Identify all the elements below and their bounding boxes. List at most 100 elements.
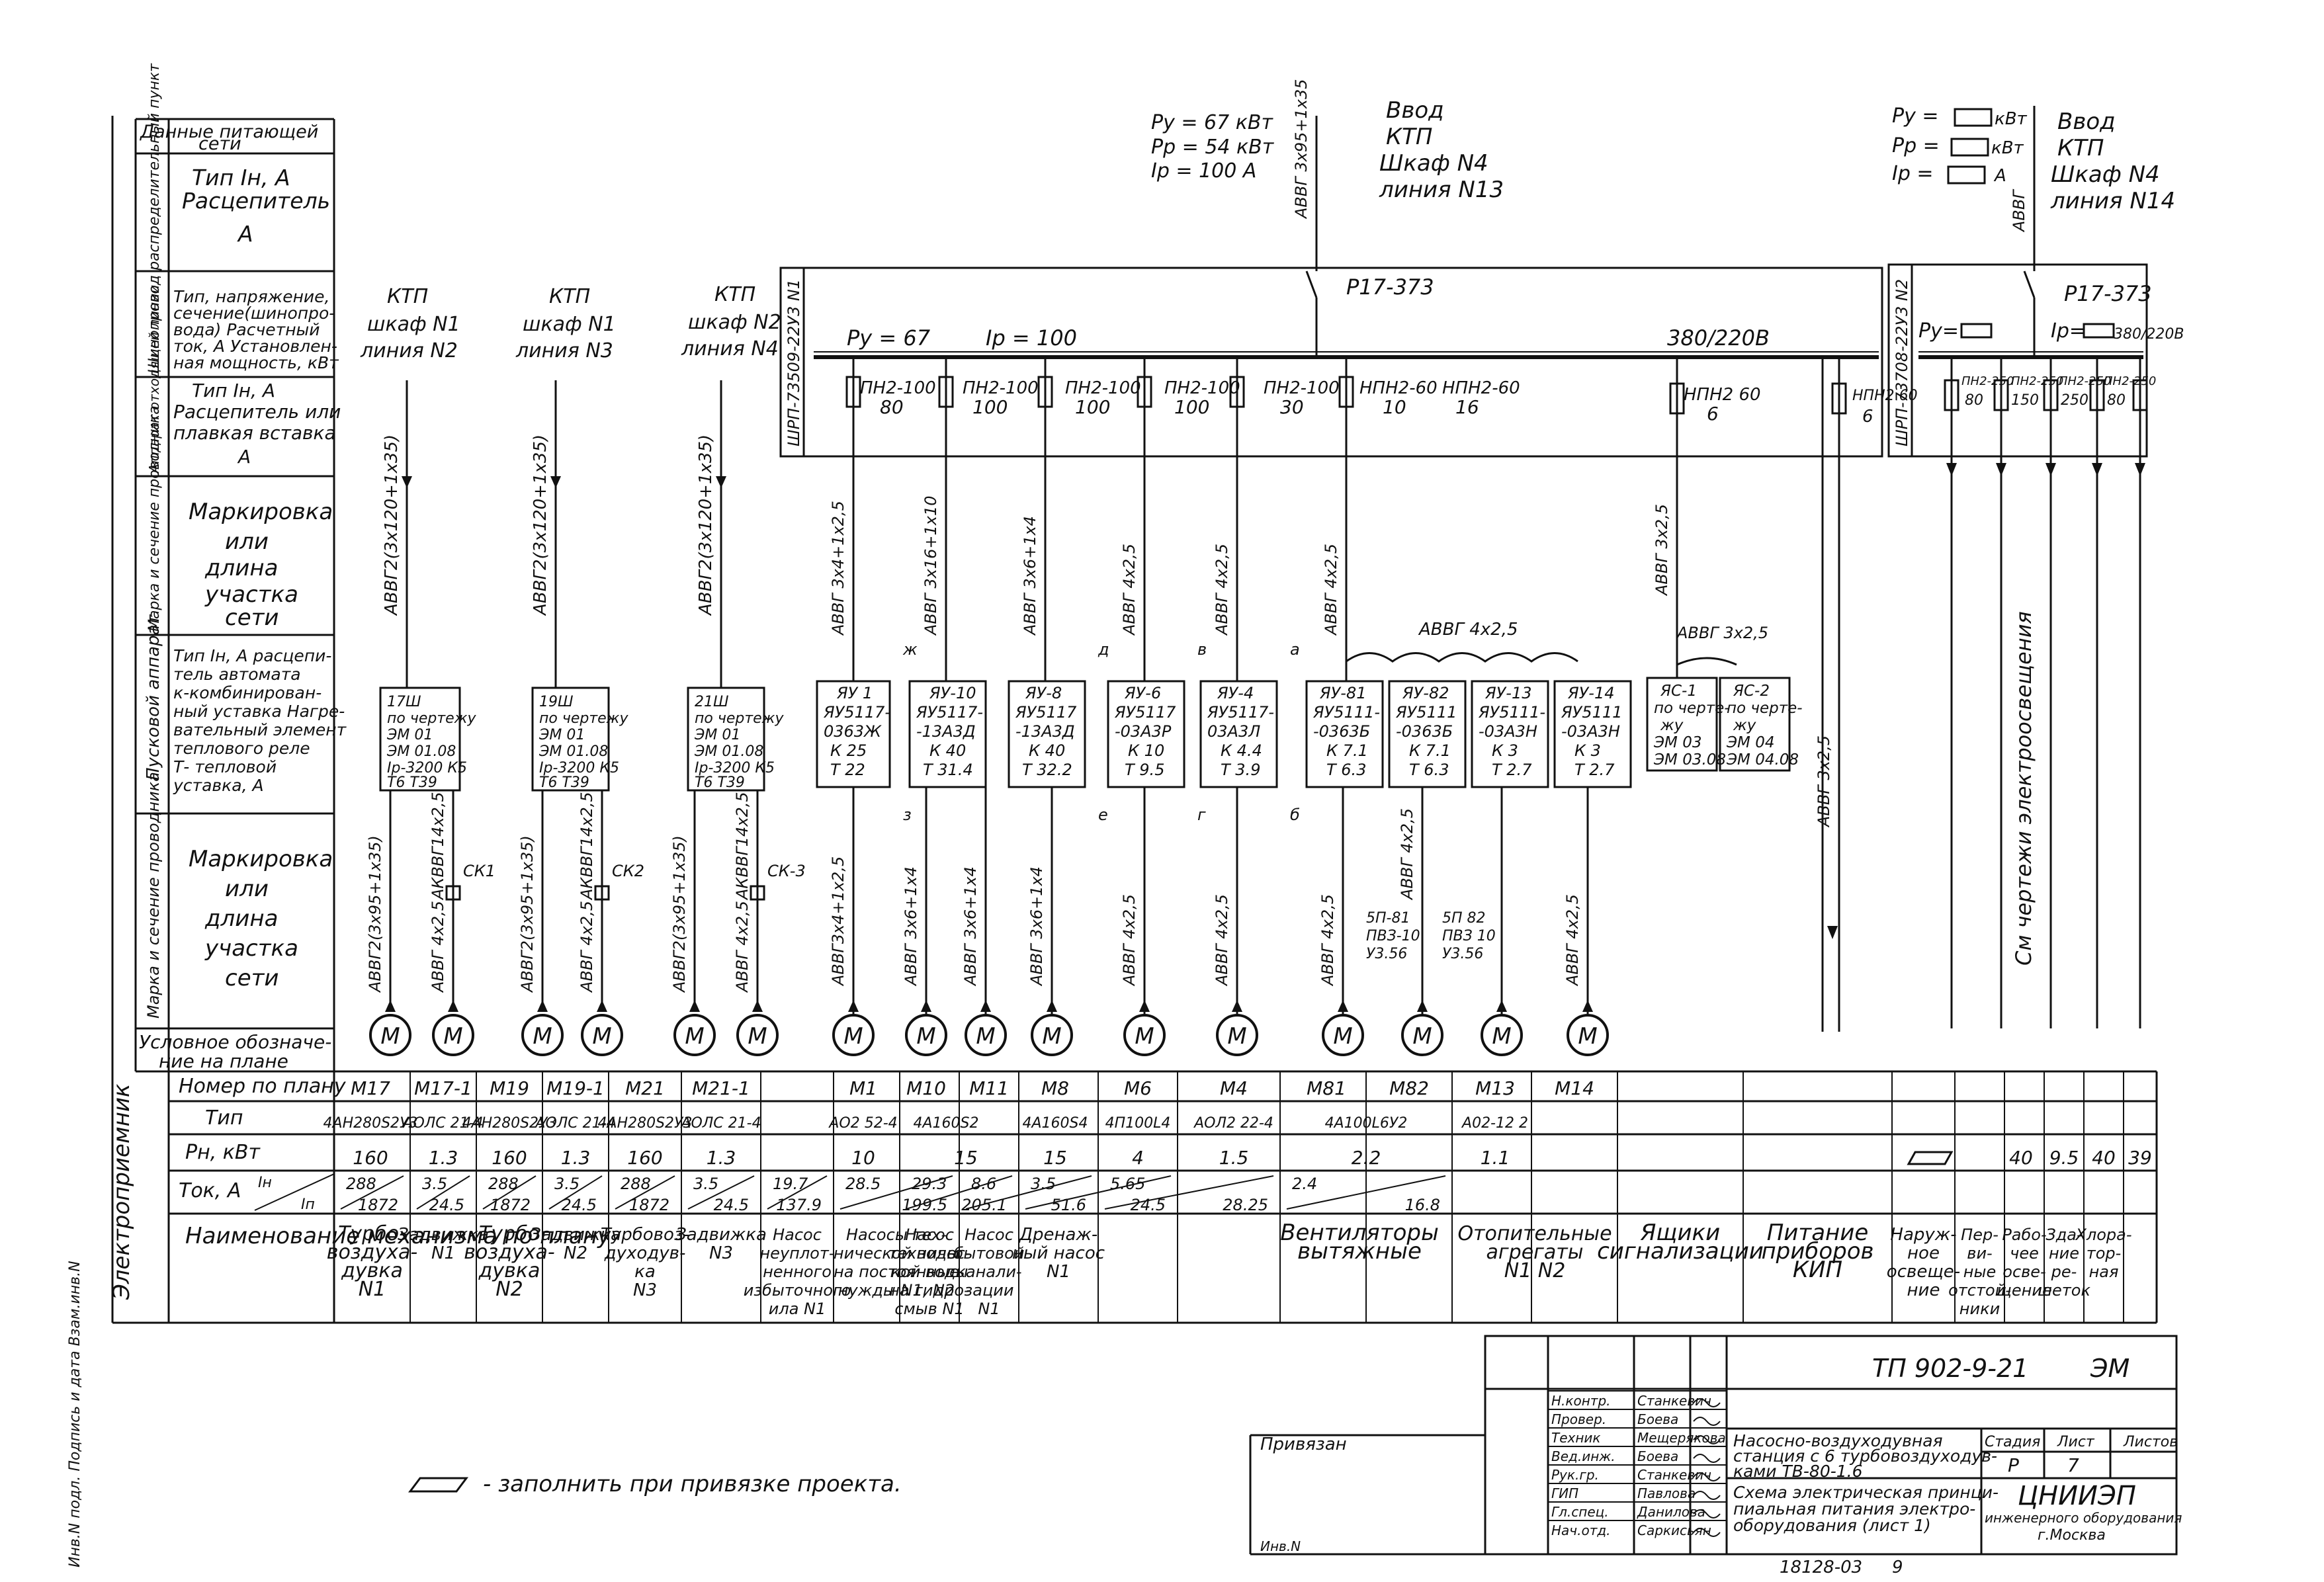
mechanism-name: вытяжные [1297, 1238, 1422, 1265]
feeder-1: КТП шкаф N1 линия N2 АВВГ2(3х120+1х35) 1… [360, 285, 495, 1012]
current-start: 16.8 [1405, 1196, 1440, 1214]
mechanism-name: ние [1907, 1280, 1940, 1300]
legend-text: - заполнить при привязке проекта. [483, 1471, 902, 1497]
mechanism-name: Ящики [1640, 1220, 1720, 1246]
motor-symbol: M [1492, 1023, 1511, 1050]
panel-2: Ру = Рр = Iр = кВт кВт А Ввод КТП Шкаф N… [1887, 104, 2184, 1028]
starter-line: Т 22 [830, 761, 865, 779]
starter-line: ЯУ5111- [1313, 703, 1380, 722]
fuse-icon [1993, 379, 2009, 411]
motor-power: 39 [2128, 1147, 2152, 1169]
side-label: Марка и сечение проводника [144, 772, 163, 1019]
stamp-role: Провер. [1551, 1411, 1606, 1427]
fuse-icon [845, 376, 861, 408]
mechanism-name: N3 [633, 1280, 657, 1300]
starter-line: ЭМ 01 [538, 727, 585, 743]
panel-voltage: 380/220В [1667, 325, 1770, 351]
starter-line: Iр-3200 К5 [695, 760, 775, 776]
current-start: 24.5 [429, 1196, 464, 1214]
motor-icon [1481, 1014, 1523, 1056]
current-start: 28.25 [1223, 1196, 1268, 1214]
sk-label: СК1 [463, 862, 495, 880]
stage-value: Р [2008, 1454, 2019, 1476]
starter-line: ЯУ 1 [836, 684, 873, 702]
starter-box [1388, 680, 1467, 788]
mechanism-name: на постоянные [834, 1263, 959, 1281]
feeder-cable-c: АВВГ 4х2,5 [578, 901, 596, 993]
signal-line: ЭМ 04.08 [1726, 751, 1799, 769]
feeder-source: линия N4 [681, 337, 779, 360]
arrow-icon [537, 1000, 548, 1012]
panel2-enclosure [1887, 263, 2148, 458]
sp-label: 5П-81 [1366, 910, 1410, 927]
feeder-source: шкаф N2 [688, 311, 781, 334]
starter-line: 19Ш [539, 694, 574, 710]
motor-number: М1 [849, 1077, 877, 1099]
motor-icon [832, 1014, 875, 1056]
panel-switch: Р17-373 [1346, 274, 1434, 300]
signal-cable-2: АВВГ 3х2,5 [1676, 624, 1768, 642]
signal-line: жу [1660, 717, 1684, 734]
motor-power: 40 [2092, 1147, 2116, 1169]
breaker-cable: АВВГ 3х4+1х2,5 [829, 501, 847, 636]
row-label: участка [204, 935, 298, 962]
starter-line: Т6 Т39 [387, 774, 437, 791]
starter-line: Iр-3200 К5 [387, 760, 467, 776]
current-nominal: 5.65 [1110, 1175, 1145, 1193]
title-line: Схема электрическая принци- [1733, 1483, 1999, 1502]
motor-icon [673, 1014, 716, 1056]
stamp-role: Н.контр. [1551, 1393, 1611, 1409]
fill-in-field [1950, 138, 1989, 157]
feeder-cable-b: АКВВГ14х2,5 [578, 792, 596, 901]
mechanism-name: ви- [1967, 1244, 1992, 1263]
motor-number: М17-1 [414, 1077, 472, 1099]
panel2-breaker-type: ПН2-250 [1961, 374, 2014, 388]
arrow-icon [2092, 463, 2102, 476]
starter-box [531, 687, 610, 792]
panel2-vvod: Шкаф N4 [2051, 161, 2160, 188]
fuse-icon [1831, 382, 1847, 415]
arrow-icon [1139, 1000, 1150, 1012]
motor-type: АОЛС 21-4 [679, 1115, 761, 1132]
motor-type: АОЛС 21-4 [534, 1115, 615, 1132]
motor-type: АО2 52-4 [828, 1115, 897, 1132]
mechanism-name: Питание [1767, 1220, 1869, 1246]
mechanism-name: Отопительные [1457, 1222, 1612, 1245]
mechanism-name: сигнализации [1597, 1238, 1764, 1265]
row-label: Данные питающей [140, 122, 318, 142]
stamp-person: Станкевич [1637, 1467, 1711, 1483]
current-start: 1872 [490, 1196, 531, 1214]
arrow-icon [1827, 926, 1838, 939]
panel2-unit: А [1993, 166, 2006, 186]
starter-line: Т 31.4 [923, 761, 973, 779]
fuse-icon [2089, 379, 2105, 411]
breaker-type: ПН2-100 [1264, 378, 1340, 398]
fuse-icon [1944, 379, 1959, 411]
motor-icon [965, 1014, 1007, 1056]
breaker-rating: 100 [1075, 396, 1110, 418]
fuse-icon [2043, 379, 2059, 411]
sp-label: ПВЗ 10 [1442, 928, 1496, 944]
sp-label: 5П 82 [1442, 910, 1486, 927]
starter-line: -03А3Р [1115, 722, 1172, 741]
starter-line: Т 3.9 [1221, 761, 1260, 779]
starter-line: ЯУ5117- [1207, 703, 1274, 722]
starter-tag: г [1197, 806, 1206, 824]
motor-symbol: M [380, 1023, 400, 1050]
title-line: пиальная питания электро- [1733, 1499, 1975, 1519]
starter-tag: д [1097, 640, 1109, 659]
panel2-vvod: Ввод [2057, 108, 2116, 135]
signal-box [1646, 677, 1718, 772]
starter-line: ЯУ-14 [1567, 684, 1615, 702]
row-label: Т- тепловой [173, 757, 277, 776]
title-line: Насосно-воздуходувная [1733, 1431, 1943, 1450]
motor-power: 1.5 [1219, 1147, 1249, 1169]
breaker-rating: 100 [972, 396, 1008, 418]
signal-line: ЭМ 03.08 [1653, 751, 1726, 769]
panel2-breaker-rating: 80 [1965, 392, 1983, 409]
feeder-source: КТП [714, 283, 755, 306]
starter-line: Т6 Т39 [695, 774, 745, 791]
motor-type: 4АН280S2У3 [462, 1115, 557, 1132]
starter-box [1471, 680, 1549, 788]
panel-input: Iр = 100 А [1151, 159, 1256, 183]
